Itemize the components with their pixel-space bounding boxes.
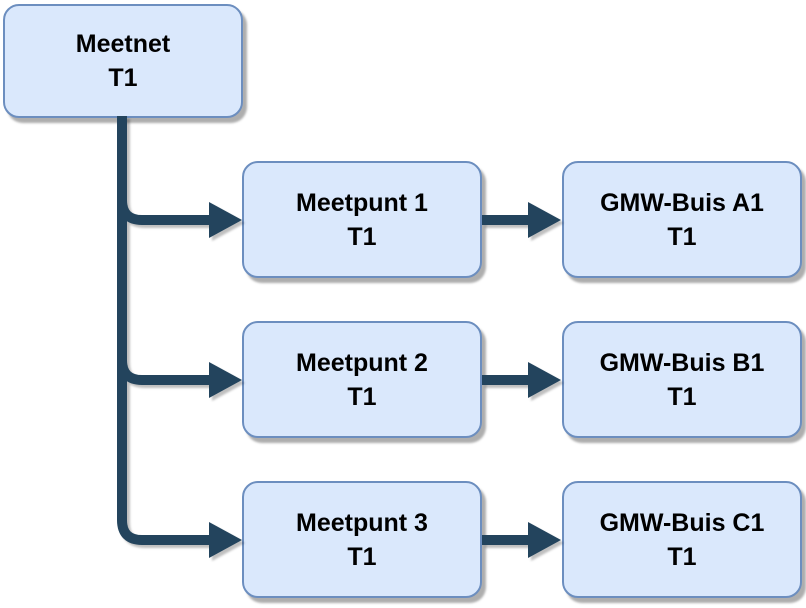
node-subtitle: T1 xyxy=(667,222,697,251)
node-meetpunt-3: Meetpunt 3 T1 xyxy=(242,481,482,598)
node-title: Meetpunt 3 xyxy=(296,508,428,537)
node-subtitle: T1 xyxy=(108,64,138,92)
node-gmw-buis-a1: GMW-Buis A1 T1 xyxy=(562,161,802,278)
arrowhead-meetpunt2 xyxy=(209,362,242,398)
node-subtitle: T1 xyxy=(347,382,377,411)
arrowhead-meetpunt1 xyxy=(209,202,242,238)
arrowhead-gmw-a1 xyxy=(528,202,561,238)
node-title: Meetnet xyxy=(75,30,171,58)
arrowhead-gmw-c1 xyxy=(528,522,561,558)
node-title: GMW-Buis C1 xyxy=(599,508,765,537)
node-title: Meetpunt 1 xyxy=(296,188,428,217)
node-gmw-buis-b1: GMW-Buis B1 T1 xyxy=(562,321,802,438)
edge-meetnet-to-meetpunt1 xyxy=(117,116,211,225)
node-title: GMW-Buis B1 xyxy=(599,348,765,377)
arrowhead-gmw-b1 xyxy=(528,362,561,398)
node-meetpunt-2: Meetpunt 2 T1 xyxy=(242,321,482,438)
edge-meetnet-to-meetpunt2 xyxy=(117,116,211,385)
node-meetnet: Meetnet T1 xyxy=(3,4,243,118)
node-subtitle: T1 xyxy=(667,382,697,411)
node-title: GMW-Buis A1 xyxy=(600,188,764,217)
node-meetpunt-1: Meetpunt 1 T1 xyxy=(242,161,482,278)
node-subtitle: T1 xyxy=(347,222,377,251)
node-subtitle: T1 xyxy=(347,542,377,571)
arrowhead-meetpunt3 xyxy=(209,522,242,558)
node-subtitle: T1 xyxy=(667,542,697,571)
node-title: Meetpunt 2 xyxy=(296,348,428,377)
node-gmw-buis-c1: GMW-Buis C1 T1 xyxy=(562,481,802,598)
edge-meetnet-to-meetpunt3 xyxy=(117,116,211,545)
